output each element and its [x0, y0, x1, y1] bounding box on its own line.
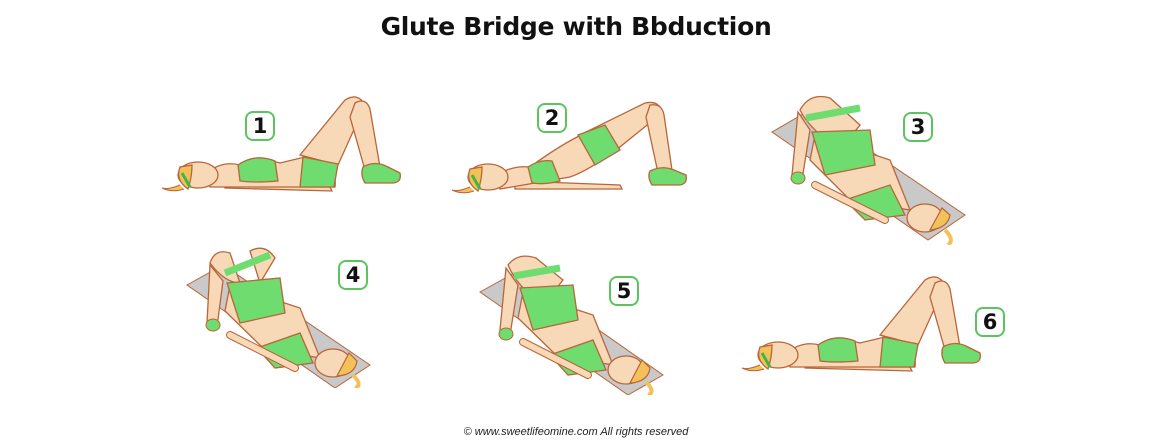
- step-number-badge: 6: [975, 307, 1005, 337]
- copyright-footer: © www.sweetlifeomine.com All rights rese…: [463, 426, 689, 438]
- step-number-badge: 1: [245, 111, 275, 141]
- step-2-illustration: [451, 101, 687, 194]
- step-1-illustration: [161, 96, 401, 192]
- step-number-badge: 2: [537, 103, 567, 133]
- step-5-illustration: [479, 255, 664, 395]
- step-4-illustration: [186, 247, 371, 388]
- step-3-illustration: [771, 95, 966, 245]
- page-title: Glute Bridge with Bbduction: [380, 12, 772, 41]
- step-number-badge: 5: [609, 276, 639, 306]
- step-number-badge: 3: [903, 112, 933, 142]
- step-number-badge: 4: [338, 260, 368, 290]
- step-6-illustration: [741, 276, 981, 372]
